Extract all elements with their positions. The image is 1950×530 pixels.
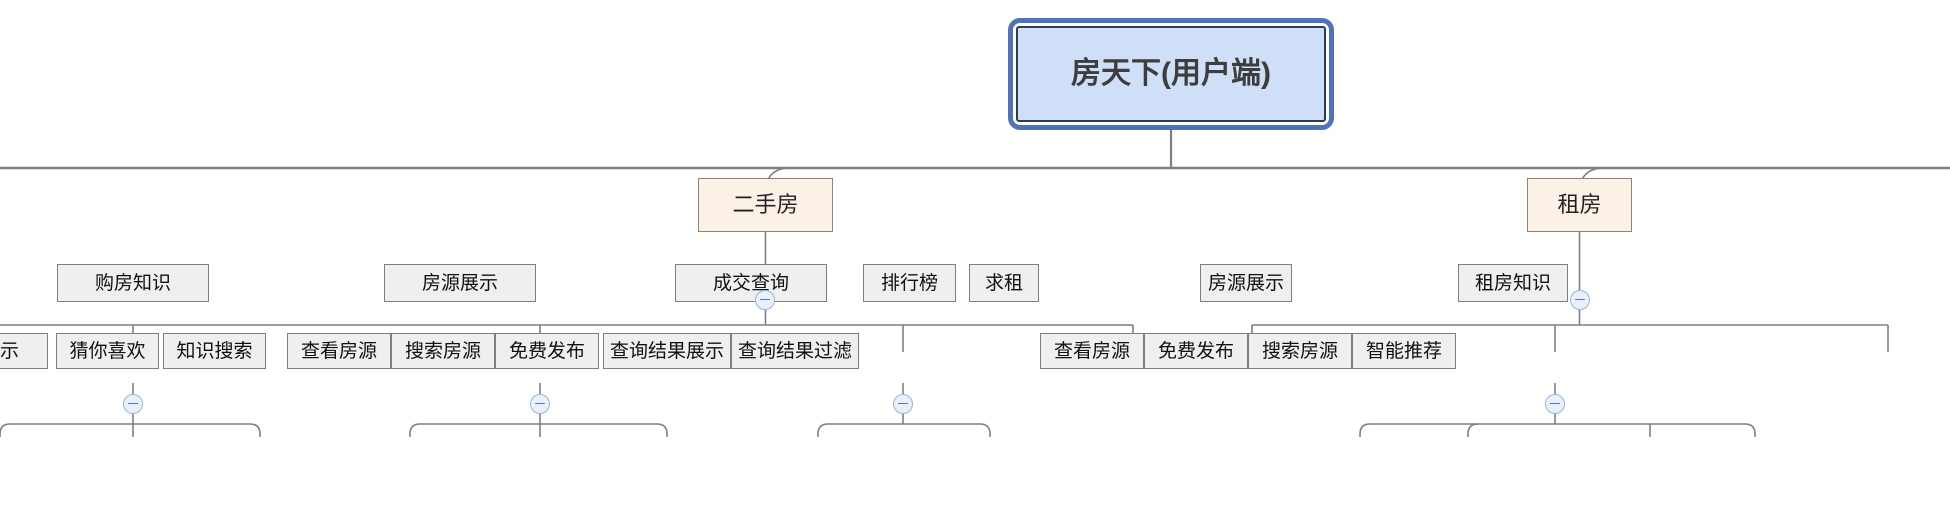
node-fangyuanzhanshi-right[interactable]: 房源展示 <box>1200 264 1292 302</box>
connector-to-mianfeifabu-left <box>420 423 668 437</box>
node-cainixihuan-label: 猜你喜欢 <box>69 340 146 362</box>
node-paihangbang[interactable]: 排行榜 <box>863 264 956 302</box>
toggle-goufangzhishi[interactable] <box>123 394 143 414</box>
node-chaxunjieguoguolv[interactable]: 查询结果过滤 <box>731 333 859 369</box>
node-chakanfangyuan-right[interactable]: 查看房源 <box>1040 333 1144 369</box>
node-fangyuanzhanshi-left[interactable]: 房源展示 <box>384 264 536 302</box>
node-root[interactable]: 房天下(用户端) <box>1016 26 1326 122</box>
root-selection-inner-outline <box>1013 23 1329 125</box>
node-fangyuanzhanshi-left-label: 房源展示 <box>421 272 498 294</box>
node-zhinengtuijian[interactable]: 智能推荐 <box>1352 333 1456 369</box>
root-selection-outline <box>1008 18 1334 130</box>
node-mianfeifabu-right[interactable]: 免费发布 <box>1144 333 1248 369</box>
node-chaxunjieguozhanshi[interactable]: 查询结果展示 <box>603 333 731 369</box>
node-qiuzu[interactable]: 求租 <box>969 264 1039 302</box>
toggle-fangyuanzhanshi-right[interactable] <box>1545 394 1565 414</box>
node-mianfeifabu-left[interactable]: 免费发布 <box>495 333 599 369</box>
node-sousuofangyuan-left[interactable]: 搜索房源 <box>391 333 495 369</box>
toggle-ershoufang[interactable] <box>755 290 775 310</box>
node-zhanshi-label: 展示 <box>0 340 19 362</box>
node-chakanfangyuan-right-label: 查看房源 <box>1053 340 1130 362</box>
node-chengjiaochaxun-label: 成交查询 <box>712 272 789 294</box>
node-sousuofangyuan-left-label: 搜索房源 <box>404 340 481 362</box>
toggle-zufang[interactable] <box>1570 290 1590 310</box>
node-chakanfangyuan-left-label: 查看房源 <box>300 340 377 362</box>
connector-goufangzhishi-bus-right <box>10 423 261 437</box>
node-zufangzhishi-label: 租房知识 <box>1474 272 1551 294</box>
node-zhishisousuo-label: 知识搜索 <box>176 340 253 362</box>
node-ershoufang-label: 二手房 <box>732 192 799 217</box>
node-zhinengtuijian-label: 智能推荐 <box>1365 340 1442 362</box>
node-cainixihuan[interactable]: 猜你喜欢 <box>56 333 159 369</box>
node-goufangzhishi[interactable]: 购房知识 <box>57 264 209 302</box>
node-mianfeifabu-left-label: 免费发布 <box>508 340 585 362</box>
node-chaxunjieguoguolv-label: 查询结果过滤 <box>737 340 852 362</box>
node-chakanfangyuan-left[interactable]: 查看房源 <box>287 333 391 369</box>
node-fangyuanzhanshi-right-label: 房源展示 <box>1207 272 1284 294</box>
connector-to-chaxunjieguozhanshi <box>817 423 829 437</box>
node-root-label: 房天下(用户端) <box>1071 57 1271 90</box>
toggle-fangyuanzhanshi-left[interactable] <box>530 394 550 414</box>
connector-to-chakanfangyuan-right <box>1359 423 1371 437</box>
toggle-chengjiaochaxun[interactable] <box>893 394 913 414</box>
connector-to-zhinengtuijian <box>1370 423 1756 437</box>
connector-to-mianfeifabu-right <box>1467 423 1479 437</box>
node-chengjiaochaxun[interactable]: 成交查询 <box>675 264 827 302</box>
node-mianfeifabu-right-label: 免费发布 <box>1157 340 1234 362</box>
node-qiuzu-label: 求租 <box>984 272 1023 294</box>
connector-to-chakanfangyuan-left <box>409 423 421 437</box>
node-zufang[interactable]: 租房 <box>1527 178 1632 232</box>
connector-goufangzhishi-bus-left <box>0 423 11 437</box>
node-zhanshi[interactable]: 展示 <box>0 333 48 369</box>
node-ershoufang[interactable]: 二手房 <box>698 178 833 232</box>
connector-to-chaxunjieguoguolv <box>828 423 991 437</box>
node-paihangbang-label: 排行榜 <box>880 272 938 294</box>
node-sousuofangyuan-right[interactable]: 搜索房源 <box>1248 333 1352 369</box>
node-zufang-label: 租房 <box>1557 192 1602 217</box>
node-goufangzhishi-label: 购房知识 <box>94 272 171 294</box>
node-chaxunjieguozhanshi-label: 查询结果展示 <box>609 340 724 362</box>
node-zhishisousuo[interactable]: 知识搜索 <box>163 333 266 369</box>
node-zufangzhishi[interactable]: 租房知识 <box>1458 264 1568 302</box>
node-sousuofangyuan-right-label: 搜索房源 <box>1261 340 1338 362</box>
